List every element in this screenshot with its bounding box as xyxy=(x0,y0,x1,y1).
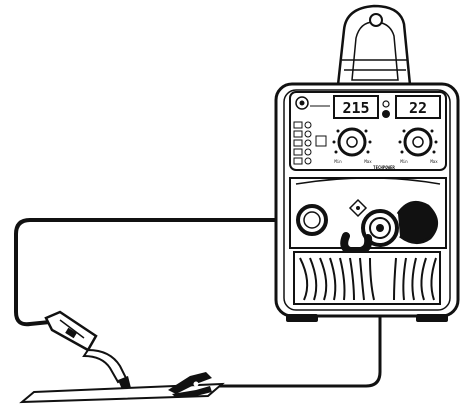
ground-socket xyxy=(298,206,326,234)
knob-right-min-label: Min xyxy=(400,159,408,164)
display-left-value: 215 xyxy=(342,99,369,117)
knob-left-max-label: Max xyxy=(364,159,372,164)
indicator-light xyxy=(383,101,389,107)
vent-grille xyxy=(294,252,440,304)
indicator-light-on xyxy=(382,110,390,118)
gas-hose-loop xyxy=(398,202,437,242)
torch-neck xyxy=(84,350,126,382)
brand-label: TECHPOWER xyxy=(373,165,395,170)
machine-foot-left xyxy=(286,314,318,322)
ground-cable xyxy=(16,220,292,324)
welder-machine: 215 22 xyxy=(276,6,458,322)
mode-icon xyxy=(316,136,326,146)
mode-buttons xyxy=(294,122,311,164)
knob-left-min-label: Min xyxy=(334,159,342,164)
display-right-value: 22 xyxy=(409,99,427,117)
knob-right-max-label: Max xyxy=(430,159,438,164)
handle-hole xyxy=(370,14,382,26)
mig-torch xyxy=(46,312,132,394)
machine-foot-right xyxy=(416,314,448,322)
